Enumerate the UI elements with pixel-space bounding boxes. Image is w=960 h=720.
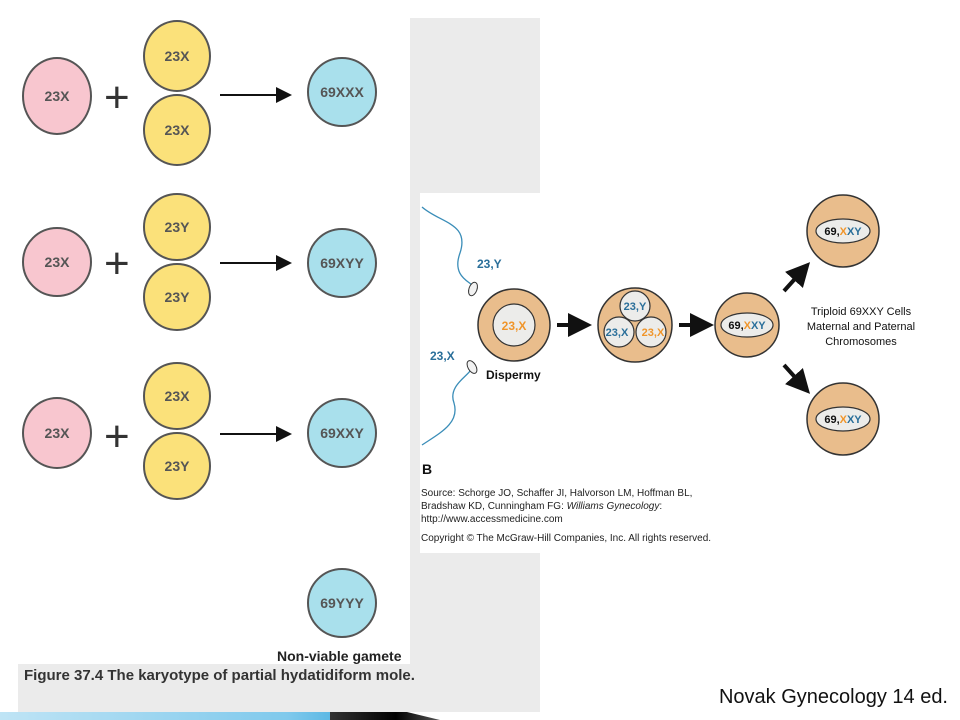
source-line-2: Bradshaw KD, Cunningham FG: Williams Gyn… xyxy=(421,500,662,513)
dispermy-label: Dispermy xyxy=(486,368,541,382)
maternal-gamete-2: 23X xyxy=(22,227,92,297)
attribution-text: Novak Gynecology 14 ed. xyxy=(718,686,948,708)
triploid-label-line1: Triploid 69XXY Cells xyxy=(811,306,912,318)
result-zygote-nonviable: 69YYY xyxy=(307,568,377,638)
egg-label: 23,X xyxy=(502,319,527,333)
triploid-label-line3: Chromosomes xyxy=(825,336,897,348)
result-top-paternal: XY xyxy=(847,226,862,238)
maternal-gamete-3: 23X xyxy=(22,397,92,469)
egg-nucleus xyxy=(492,303,536,347)
stage3-maternal-x: X xyxy=(744,320,752,332)
result-bottom-paternal: XY xyxy=(847,414,862,426)
paternal-gamete-2a: 23Y xyxy=(143,193,211,261)
dispermy-diagram: 23,Y 23,X 23,X Dispermy 23,Y 23,X 23,X 6… xyxy=(421,194,915,477)
right-figure-panel: 23,Y 23,X 23,X Dispermy 23,Y 23,X 23,X 6… xyxy=(420,193,960,553)
footer-decorative-bar xyxy=(0,712,960,720)
maternal-gamete-1: 23X xyxy=(22,57,92,135)
plus-sign-3: + xyxy=(104,412,130,461)
plus-sign-2: + xyxy=(104,239,130,288)
sperm-head-top xyxy=(468,281,478,297)
stage2-left-label: 23,X xyxy=(606,327,629,339)
stage3-prefix: 69, xyxy=(728,320,743,332)
stage2-right-label: 23,X xyxy=(642,327,665,339)
arrow-down-result xyxy=(782,363,811,394)
sperm-top-label: 23,Y xyxy=(477,257,502,271)
paternal-gamete-3a: 23X xyxy=(143,362,211,430)
arrow-line-3 xyxy=(220,433,278,435)
stage3-label: 69,XXY xyxy=(728,320,766,332)
paternal-gamete-3b: 23Y xyxy=(143,432,211,500)
stage2-nucleus-right xyxy=(635,316,667,348)
source-colon: : xyxy=(659,501,663,512)
result-nucleus-bottom xyxy=(815,406,871,432)
stage3-nucleus xyxy=(720,312,774,338)
panel-letter: B xyxy=(422,461,432,477)
stage2-nucleus-top xyxy=(619,290,651,322)
arrow-head-2 xyxy=(276,255,292,271)
sperm-head-bottom xyxy=(466,360,478,374)
arrow-line-1 xyxy=(220,94,278,96)
result-nucleus-top xyxy=(815,218,871,244)
copyright-line: Copyright © The McGraw-Hill Companies, I… xyxy=(421,533,712,544)
result-top-label: 69,XXY xyxy=(824,226,862,238)
sperm-tail-bottom xyxy=(421,370,471,446)
nonviable-label: Non-viable gamete xyxy=(277,648,402,664)
result-zygote-2: 69XYY xyxy=(307,228,377,298)
result-bottom-label: 69,XXY xyxy=(824,414,862,426)
triploid-label-line2: Maternal and Paternal xyxy=(807,321,915,333)
paternal-gamete-1b: 23X xyxy=(143,94,211,166)
result-zygote-3: 69XXY xyxy=(307,398,377,468)
arrow-head-1 xyxy=(276,87,292,103)
paternal-gamete-1a: 23X xyxy=(143,20,211,92)
arrow-up-result xyxy=(782,262,811,293)
sperm-tail-top xyxy=(421,206,473,286)
source-url: http://www.accessmedicine.com xyxy=(421,514,563,525)
footer-dark-accent xyxy=(330,712,440,720)
arrow-line-2 xyxy=(220,262,278,264)
paternal-gamete-2b: 23Y xyxy=(143,263,211,331)
arrow-head-3 xyxy=(276,426,292,442)
figure-caption: Figure 37.4 The karyotype of partial hyd… xyxy=(24,667,415,684)
result-zygote-1: 69XXX xyxy=(307,57,377,127)
stage2-nucleus-left xyxy=(603,316,635,348)
source-authors: Bradshaw KD, Cunningham FG: xyxy=(421,501,567,512)
result-bottom-maternal-x: X xyxy=(840,414,848,426)
plus-sign-1: + xyxy=(104,73,130,122)
result-top-maternal-x: X xyxy=(840,226,848,238)
source-title: Williams Gynecology xyxy=(566,501,660,512)
stage3-paternal: XY xyxy=(751,320,766,332)
sperm-bottom-label: 23,X xyxy=(430,349,455,363)
result-bottom-prefix: 69, xyxy=(824,414,839,426)
stage2-top-label: 23,Y xyxy=(624,301,647,313)
result-top-prefix: 69, xyxy=(824,226,839,238)
source-line-1: Source: Schorge JO, Schaffer JI, Halvors… xyxy=(421,488,693,499)
